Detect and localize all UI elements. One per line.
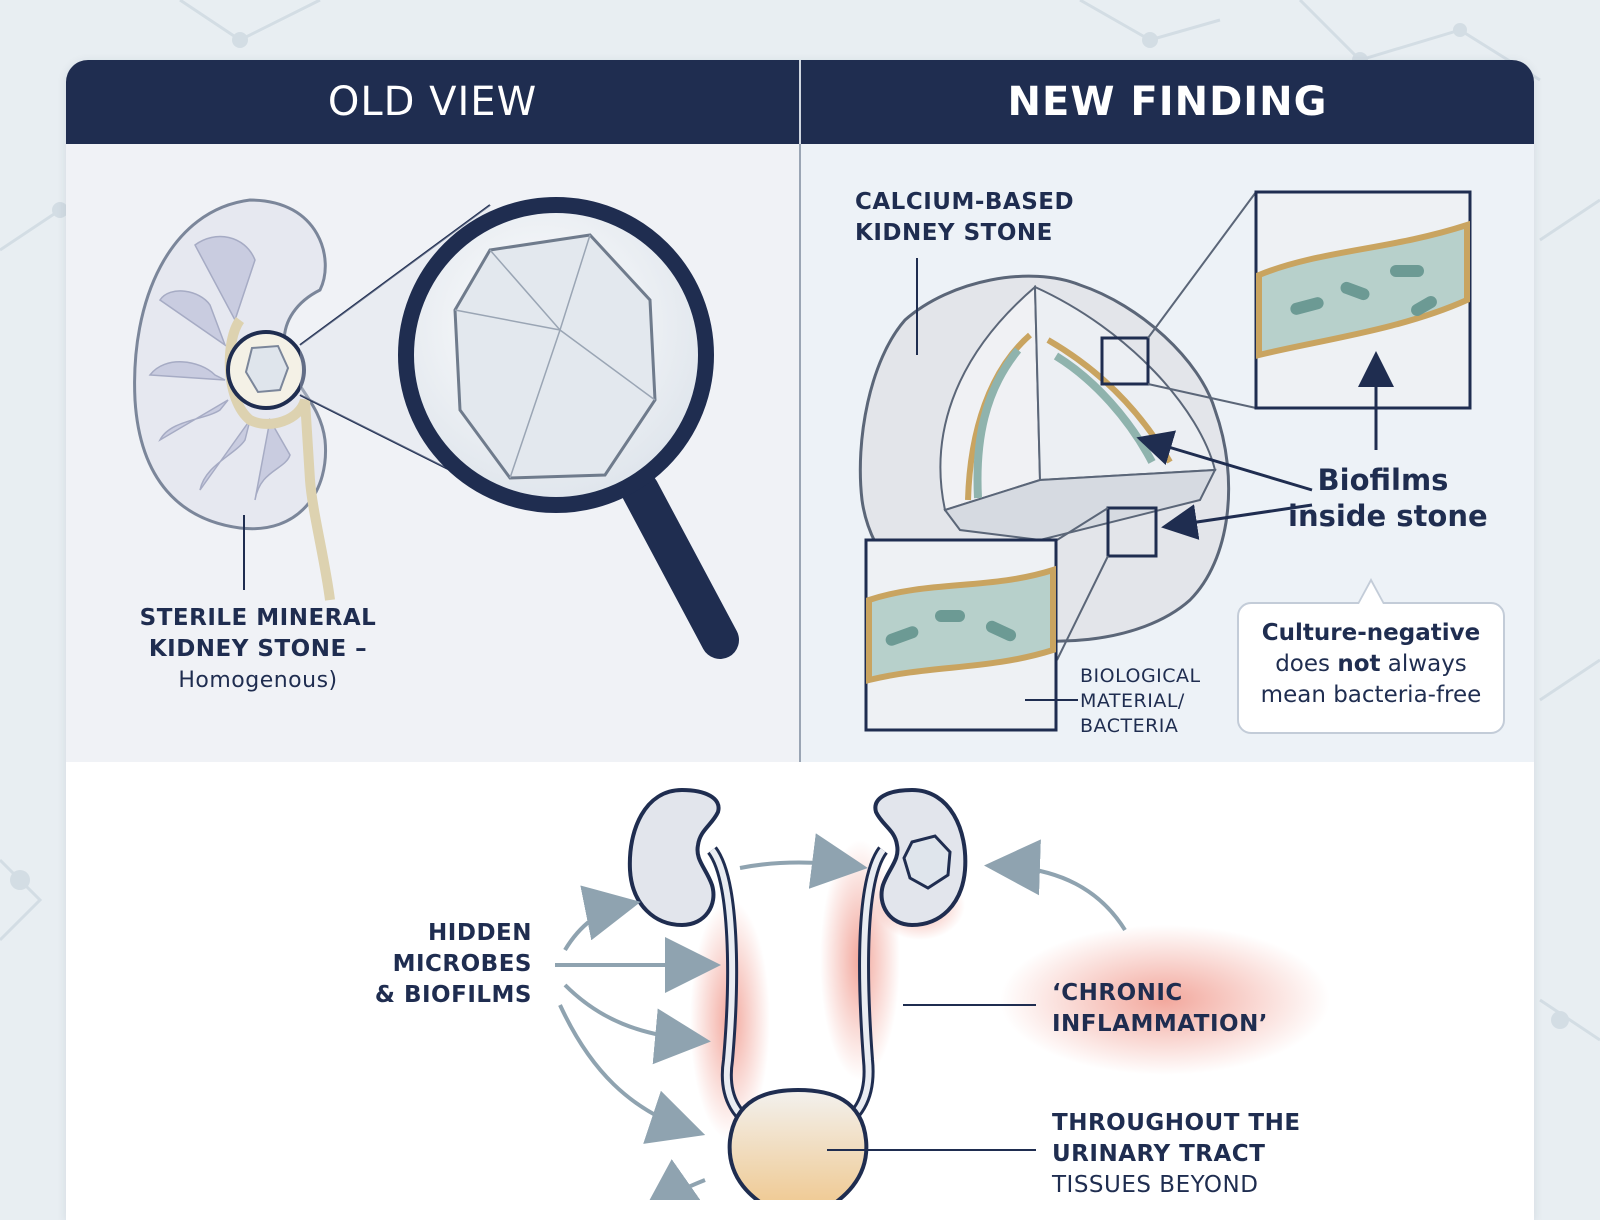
magnifier-icon	[299, 197, 739, 659]
biological-material-label: BIOLOGICAL MATERIAL/ BACTERIA	[1080, 664, 1201, 739]
callout-tail-inner	[1359, 582, 1383, 604]
microbes-label-line2: MICROBES	[392, 951, 532, 977]
callout-line2-bold: not	[1337, 651, 1381, 677]
sterile-stone-label: STERILE MINERAL KIDNEY STONE – Homogenou…	[132, 603, 384, 696]
header-divider	[799, 60, 801, 144]
biological-label-line3: BACTERIA	[1080, 715, 1179, 737]
kidney-icon	[133, 198, 335, 601]
biological-label-line2: MATERIAL/	[1080, 690, 1185, 712]
urinary-tract-label: THROUGHOUT THE URINARY TRACT TISSUES BEY…	[1052, 1108, 1301, 1201]
header-new-finding: NEW FINDING	[801, 60, 1534, 144]
calcium-stone-label-line2: KIDNEY STONE	[855, 220, 1053, 246]
callout-line1: Culture-negative	[1261, 620, 1481, 646]
microbe-arrows	[555, 833, 1127, 1200]
callout-line2-post: always	[1380, 651, 1467, 677]
sterile-stone-label-line2: KIDNEY STONE –	[148, 636, 368, 662]
biofilms-label: Biofilms inside stone	[1288, 462, 1488, 534]
biofilm-inset-top	[1254, 190, 1472, 450]
kidney-stone-icon	[226, 330, 306, 410]
tract-label-line2: URINARY TRACT	[1052, 1141, 1266, 1167]
calcium-stone-label-line1: CALCIUM-BASED	[855, 189, 1075, 215]
tract-label-line1: THROUGHOUT THE	[1052, 1110, 1301, 1136]
callout-line3: mean bacteria-free	[1260, 682, 1482, 708]
callout-line2: does not always	[1239, 649, 1503, 680]
urinary-tract-icon	[627, 787, 968, 1200]
biological-label-line1: BIOLOGICAL	[1080, 665, 1201, 687]
culture-negative-callout: Culture-negative does not always mean ba…	[1237, 602, 1505, 734]
inflammation-label-line1: ‘CHRONIC	[1052, 980, 1183, 1006]
header-old-view: OLD VIEW	[66, 60, 799, 144]
sterile-stone-label-line1: STERILE MINERAL	[139, 605, 377, 631]
inflammation-label-line2: INFLAMMATION’	[1052, 1011, 1269, 1037]
hidden-microbes-label: HIDDEN MICROBES & BIOFILMS	[362, 918, 532, 1011]
microbes-label-line1: HIDDEN	[428, 920, 532, 946]
biofilms-label-line1: Biofilms	[1317, 463, 1449, 497]
biofilm-inset-bottom	[864, 538, 1078, 732]
callout-line2-pre: does	[1275, 651, 1338, 677]
biofilms-label-line2: inside stone	[1288, 499, 1488, 533]
microbes-label-line3: & BIOFILMS	[374, 982, 532, 1008]
sterile-stone-label-line3: Homogenous)	[178, 668, 338, 693]
calcium-stone-label: CALCIUM-BASED KIDNEY STONE	[855, 187, 1074, 249]
tract-label-line3: TISSUES BEYOND	[1052, 1172, 1259, 1198]
panel-divider	[799, 144, 801, 762]
chronic-inflammation-label: ‘CHRONIC INFLAMMATION’	[1052, 978, 1268, 1040]
